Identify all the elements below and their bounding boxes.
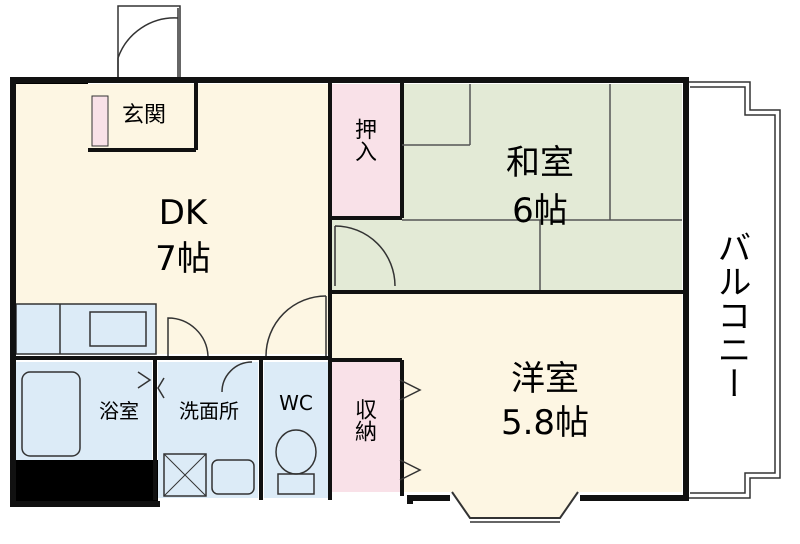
dk-size-label: 7帖: [155, 239, 211, 279]
kitchen-sink: [89, 311, 147, 347]
shuno-label: 収納: [351, 398, 376, 442]
door-swings: [137, 225, 422, 481]
balcony-label: バルコニー: [711, 230, 751, 400]
youshitsu-size-label: 5.8帖: [500, 403, 590, 443]
tatami-lines: [402, 84, 682, 290]
bathtub: [21, 371, 81, 457]
wall-block-bottom: [10, 460, 158, 506]
bay-window: [451, 491, 579, 519]
entrance-door: [117, 5, 181, 79]
balcony: [685, 81, 781, 499]
shuno-floor: [332, 360, 402, 492]
genkan-label: 玄関: [122, 103, 167, 128]
dk-name-label: DK: [158, 193, 208, 233]
genkan-steps: [91, 95, 109, 147]
hall-floor: [332, 218, 402, 290]
oshiire-floor: [332, 84, 402, 218]
walls: [10, 77, 689, 507]
washer-pan: [163, 453, 207, 497]
interior-walls: [16, 82, 684, 500]
senmenjo-floor: [158, 362, 258, 498]
washitsu-name-label: 和室: [506, 143, 574, 183]
wc-label: WC: [279, 391, 313, 415]
washitsu-floor: [402, 84, 682, 290]
washitsu-size-label: 6帖: [512, 191, 568, 231]
youshitsu-name-label: 洋室: [511, 359, 579, 399]
vanity-sink: [211, 459, 255, 495]
senmenjo-label: 洗面所: [179, 399, 239, 423]
yokushitsu-floor: [16, 362, 152, 460]
oshiire-label: 押入: [351, 118, 376, 162]
yokushitsu-label: 浴室: [99, 399, 139, 423]
